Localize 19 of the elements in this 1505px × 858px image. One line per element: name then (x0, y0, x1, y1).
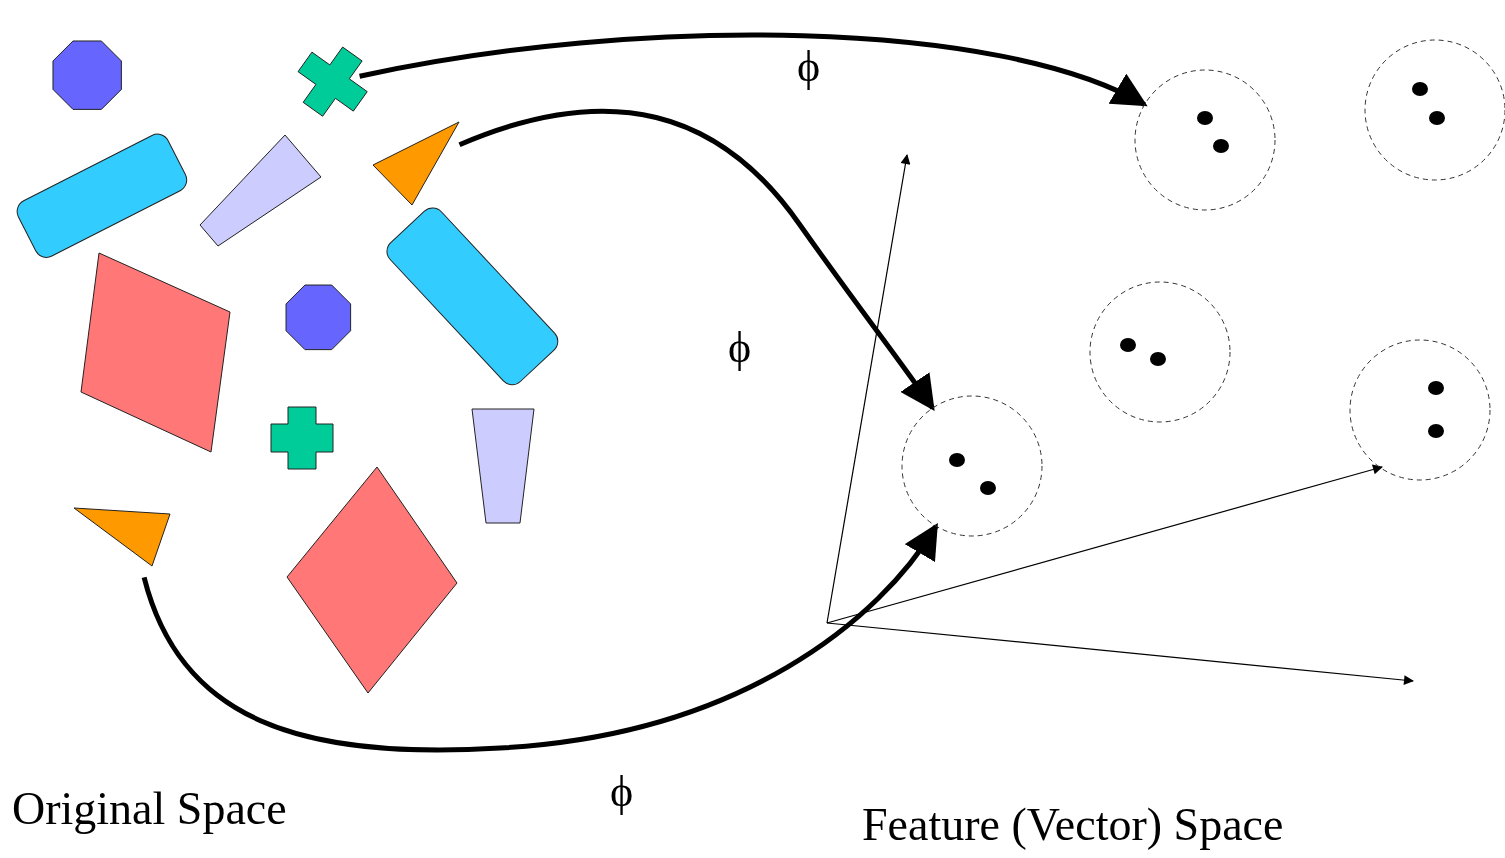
octagon-shape (52, 40, 122, 110)
trapezoid-shape (472, 409, 534, 523)
curved-arrow (458, 108, 935, 411)
triangle-shape (373, 122, 459, 205)
diamond-shape (287, 467, 457, 693)
dashed-circle (1135, 70, 1275, 210)
dashed-circle (1350, 340, 1490, 480)
space-caption: Original Space (12, 786, 287, 832)
curved-arrow (141, 523, 939, 753)
cross-shape (298, 47, 368, 117)
cross-shape (271, 407, 333, 469)
parallelogram-shape (81, 253, 230, 452)
trapezoid-shape (200, 135, 321, 246)
dashed-circle (902, 396, 1042, 536)
octagon-shape (285, 284, 351, 350)
curved-arrow (359, 32, 1148, 107)
dashed-circle (1090, 282, 1230, 422)
space-caption: Feature (Vector) Space (862, 802, 1284, 848)
triangle-shape (74, 508, 170, 566)
